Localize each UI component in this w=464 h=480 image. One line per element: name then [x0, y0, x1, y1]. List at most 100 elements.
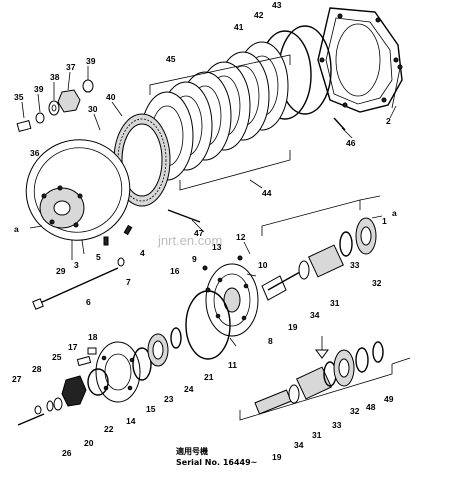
pin-46	[333, 117, 346, 131]
washer-28	[34, 405, 42, 415]
label-2: 2	[386, 116, 391, 126]
shaft-assembly-lower	[254, 341, 384, 415]
ball-13	[237, 255, 243, 261]
label-32a: 32	[372, 278, 382, 288]
label-5: 5	[96, 252, 101, 262]
label-44: 44	[262, 188, 272, 198]
label-43: 43	[272, 0, 282, 10]
label-6: 6	[86, 297, 91, 307]
ball-16	[205, 287, 211, 293]
label-16: 16	[170, 266, 180, 276]
label-27: 27	[12, 374, 22, 384]
pin-12	[243, 241, 251, 255]
label-30: 30	[88, 104, 98, 114]
pin-11	[229, 337, 237, 347]
bracket-upper	[261, 195, 381, 236]
label-23: 23	[164, 394, 174, 404]
watermark: jnrt.en.com	[157, 233, 222, 248]
label-28: 28	[32, 364, 42, 374]
washer-26	[53, 397, 63, 411]
label-46: 46	[346, 138, 356, 148]
label-33a: 33	[350, 260, 360, 270]
label-7: 7	[126, 277, 131, 287]
label-a-right: a	[392, 208, 397, 218]
bracket-lower	[239, 357, 411, 421]
planet-carrier-assembly	[205, 263, 259, 337]
label-39a: 39	[34, 84, 44, 94]
label-18: 18	[88, 332, 98, 342]
label-9: 9	[192, 254, 197, 264]
bracket-44	[179, 150, 291, 191]
pin-10	[246, 273, 257, 277]
label-22: 22	[104, 424, 114, 434]
label-41: 41	[234, 22, 244, 32]
label-45: 45	[166, 54, 176, 64]
ring-22	[87, 368, 109, 396]
label-12: 12	[236, 232, 246, 242]
pin-4	[123, 224, 133, 236]
bearing-23-inner	[152, 340, 164, 360]
bolt-2	[391, 64, 403, 109]
small-parts-topleft	[16, 79, 94, 133]
carrier-flange	[25, 139, 131, 241]
long-bolt-6	[32, 267, 119, 310]
label-26: 26	[62, 448, 72, 458]
label-29: 29	[56, 266, 66, 276]
pin-47	[167, 209, 201, 223]
label-4: 4	[140, 248, 145, 258]
footer-applicability: 適用号機	[176, 446, 208, 456]
bolt-18	[87, 347, 97, 355]
leader-lines	[21, 66, 397, 260]
label-15: 15	[146, 404, 156, 414]
bolt-17	[76, 355, 92, 367]
label-38: 38	[50, 72, 60, 82]
housing-cover	[317, 7, 403, 113]
label-21: 21	[204, 372, 214, 382]
label-42: 42	[254, 10, 264, 20]
label-36: 36	[30, 148, 40, 158]
label-19a: 19	[288, 322, 298, 332]
label-31b: 31	[312, 430, 322, 440]
pin-5	[103, 236, 109, 246]
label-34a: 34	[310, 310, 320, 320]
arrow-down	[315, 336, 329, 359]
bolt-27	[17, 413, 45, 426]
washer-7	[117, 257, 125, 267]
label-11: 11	[228, 360, 237, 370]
label-34b: 34	[294, 440, 304, 450]
washer-25	[46, 400, 54, 412]
label-48: 48	[366, 402, 376, 412]
label-a-left: a	[14, 224, 19, 234]
label-33b: 33	[332, 420, 342, 430]
label-19b: 19	[272, 452, 282, 462]
label-35: 35	[14, 92, 24, 102]
label-8: 8	[268, 336, 273, 346]
seal-15	[132, 347, 152, 381]
label-17: 17	[68, 342, 78, 352]
label-10: 10	[258, 260, 268, 270]
label-24: 24	[184, 384, 194, 394]
label-49: 49	[384, 394, 394, 404]
shaft-assembly-upper	[261, 217, 377, 301]
label-3: 3	[74, 260, 79, 270]
footer: 適用号機 Serial No. 16449~	[176, 446, 257, 467]
label-31a: 31	[330, 298, 340, 308]
label-32b: 32	[350, 406, 360, 416]
part-labels: 1 2 3 4 5 6 7 8 9 10 11 12 13 14 15 16 1…	[12, 0, 397, 462]
footer-serial: Serial No. 16449~	[176, 458, 257, 467]
ball-9	[202, 265, 208, 271]
ring-24	[170, 327, 182, 349]
yoke-20	[61, 375, 87, 407]
label-14: 14	[126, 416, 136, 426]
label-39b: 39	[86, 56, 96, 66]
label-40: 40	[106, 92, 116, 102]
label-37: 37	[66, 62, 76, 72]
label-1: 1	[382, 216, 387, 226]
label-47: 47	[194, 228, 204, 238]
label-20: 20	[84, 438, 94, 448]
label-25: 25	[52, 352, 62, 362]
bracket-45	[149, 54, 291, 95]
clutch-plate-stack	[140, 41, 289, 181]
label-13: 13	[212, 242, 222, 252]
